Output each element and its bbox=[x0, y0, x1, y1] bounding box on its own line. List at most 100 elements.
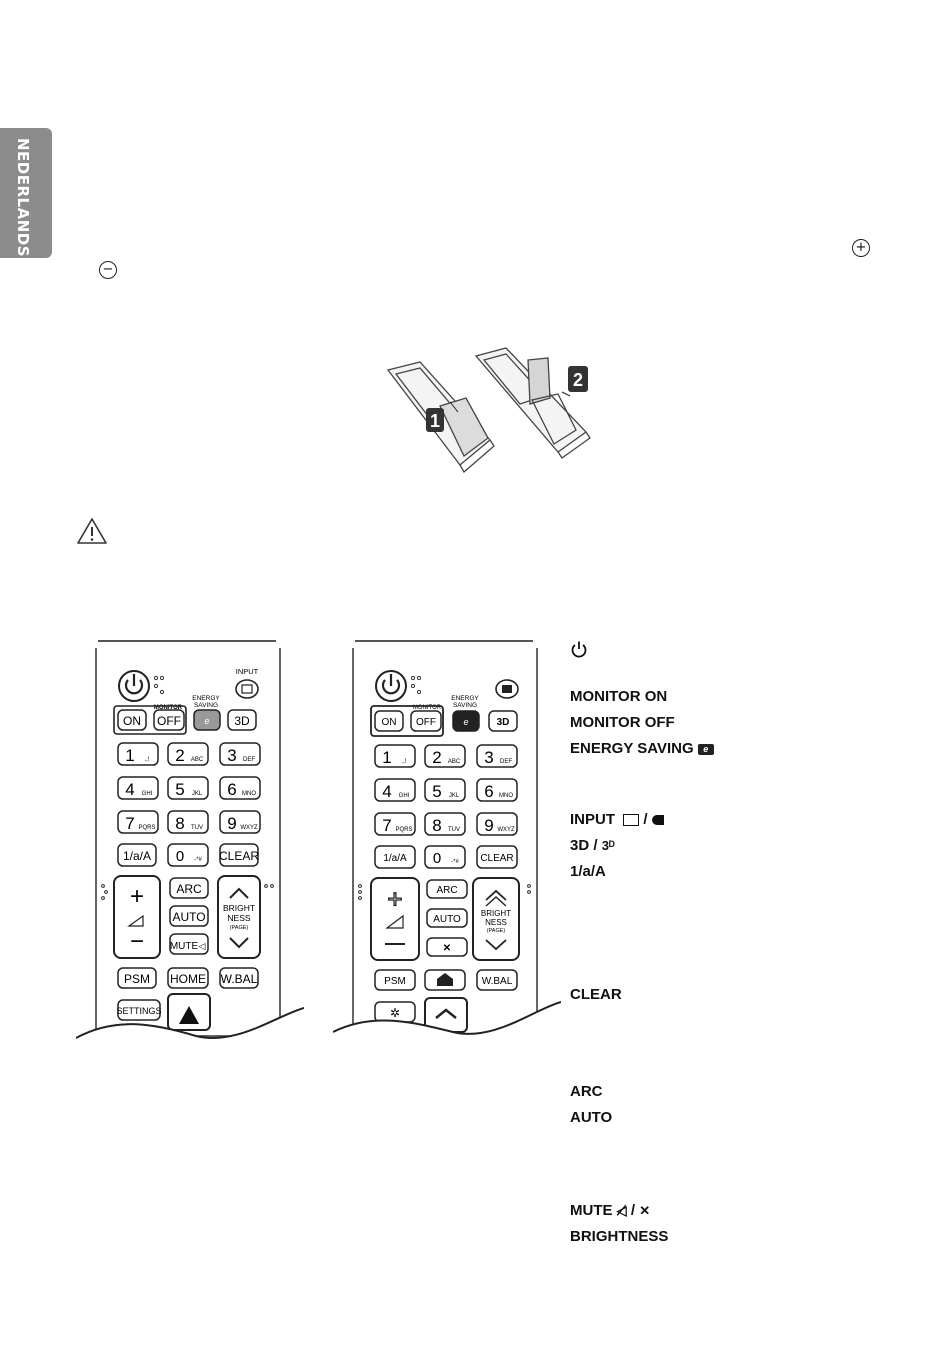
digit-1-number: 1 bbox=[125, 746, 134, 765]
digit-2-number: 2 bbox=[175, 746, 184, 765]
svg-text:−: − bbox=[130, 928, 144, 955]
label-arc: ARC bbox=[570, 1083, 603, 1100]
mute-icon-alt: ✕ bbox=[639, 1203, 651, 1218]
auto-button-2[interactable]: AUTO bbox=[426, 908, 468, 928]
remote-control-old: INPUT ENERGY SAVING MONITOR ON OFF e 3D … bbox=[76, 640, 304, 1046]
digit-3-letters-2: DEF bbox=[500, 759, 512, 765]
plus-circle-icon: + bbox=[852, 239, 870, 257]
auto-button[interactable]: AUTO bbox=[169, 905, 209, 927]
input-button-2[interactable] bbox=[495, 679, 519, 699]
off-button-2[interactable]: OFF bbox=[410, 710, 442, 732]
mute-button[interactable]: MUTE ◁ bbox=[169, 933, 209, 955]
svg-text:CLEAR: CLEAR bbox=[219, 849, 259, 863]
digit-8-number: 8 bbox=[175, 814, 184, 833]
step-2-number: 2 bbox=[573, 370, 583, 390]
battery-illustration: 1 2 bbox=[386, 347, 591, 474]
svg-text:3D: 3D bbox=[234, 714, 250, 728]
wbal-button[interactable]: W.BAL bbox=[219, 967, 259, 989]
energy-saving-button-2[interactable]: e bbox=[452, 710, 480, 732]
digit-1-button-2[interactable]: 1.,! bbox=[374, 744, 416, 768]
svg-text:SETTINGS: SETTINGS bbox=[116, 1006, 161, 1016]
digit-4-letters: GHI bbox=[142, 791, 153, 797]
digit-1-letters-2: .,! bbox=[401, 759, 406, 765]
wbal-button-2[interactable]: W.BAL bbox=[476, 969, 518, 991]
input-label: INPUT bbox=[236, 667, 259, 676]
on-button-2[interactable]: ON bbox=[374, 710, 404, 732]
arc-button-2[interactable]: ARC bbox=[426, 879, 468, 899]
home-button[interactable]: HOME bbox=[167, 967, 209, 989]
volume-rocker[interactable]: + − bbox=[113, 875, 161, 959]
clear-button-2[interactable]: CLEAR bbox=[476, 845, 518, 869]
3d-button-2[interactable]: 3D bbox=[488, 710, 518, 732]
svg-text:✲: ✲ bbox=[390, 1006, 400, 1020]
label-monitor-off: MONITOR OFF bbox=[570, 714, 675, 731]
brightness-rocker-2[interactable]: BRIGHT NESS (PAGE) bbox=[472, 877, 520, 961]
digit-1-letters: .,! bbox=[144, 757, 149, 763]
step-1-number: 1 bbox=[430, 411, 440, 431]
digit-1-button[interactable]: 1.,! bbox=[117, 742, 159, 766]
psm-button[interactable]: PSM bbox=[117, 967, 157, 989]
svg-text:1/a/A: 1/a/A bbox=[383, 853, 407, 864]
0-button-2[interactable]: 0 -*# bbox=[424, 845, 466, 869]
on-button[interactable]: ON bbox=[117, 709, 147, 731]
input-button[interactable] bbox=[235, 679, 259, 699]
settings-button-2[interactable]: ✲ bbox=[374, 1001, 416, 1023]
up-arrow-button-2[interactable] bbox=[424, 997, 468, 1033]
power-button[interactable] bbox=[118, 670, 150, 702]
svg-text:OFF: OFF bbox=[157, 714, 181, 728]
1aA-button[interactable]: 1/a/A bbox=[117, 843, 157, 867]
3d-button[interactable]: 3D bbox=[227, 709, 257, 731]
monitor-label: MONITOR bbox=[154, 705, 183, 711]
svg-text:0: 0 bbox=[433, 850, 441, 867]
settings-button[interactable]: SETTINGS bbox=[116, 999, 162, 1021]
arc-button[interactable]: ARC bbox=[169, 877, 209, 899]
home-button-2[interactable] bbox=[424, 969, 466, 991]
energy-label-1: ENERGY bbox=[192, 695, 220, 702]
energy-saving-button[interactable]: e bbox=[193, 709, 221, 731]
svg-text:e: e bbox=[463, 717, 468, 727]
3d-icon: 3ᴰ bbox=[601, 838, 615, 853]
digit-9-letters: WXYZ bbox=[240, 825, 258, 831]
energy-label-2: SAVING bbox=[194, 702, 218, 709]
energy-saving-icon: e bbox=[697, 743, 714, 755]
psm-button-2[interactable]: PSM bbox=[374, 969, 416, 991]
svg-text:PSM: PSM bbox=[124, 972, 150, 986]
remote-back-2 bbox=[474, 347, 591, 459]
power-button-2[interactable] bbox=[375, 670, 407, 702]
mute-button-2[interactable]: ✕ bbox=[426, 937, 468, 957]
volume-rocker-2[interactable]: + bbox=[370, 877, 420, 961]
digit-6-letters: MNO bbox=[242, 791, 256, 797]
svg-text:NESS: NESS bbox=[227, 913, 250, 923]
svg-text:W.BAL: W.BAL bbox=[482, 976, 513, 987]
svg-text:0: 0 bbox=[176, 848, 184, 865]
clear-button[interactable]: CLEAR bbox=[219, 843, 259, 867]
0-button[interactable]: 0 -*# bbox=[167, 843, 209, 867]
power-icon bbox=[571, 641, 587, 658]
label-monitor-on: MONITOR ON bbox=[570, 688, 668, 705]
svg-text:CLEAR: CLEAR bbox=[480, 853, 513, 864]
digit-7-number-2: 7 bbox=[382, 816, 391, 835]
svg-text:ARC: ARC bbox=[176, 882, 202, 896]
1aA-button-2[interactable]: 1/a/A bbox=[374, 845, 416, 869]
svg-text:-*#: -*# bbox=[451, 859, 459, 865]
off-button[interactable]: OFF bbox=[153, 709, 185, 731]
up-arrow-button[interactable] bbox=[167, 993, 211, 1031]
brightness-rocker[interactable]: BRIGHT NESS (PAGE) bbox=[217, 875, 261, 959]
